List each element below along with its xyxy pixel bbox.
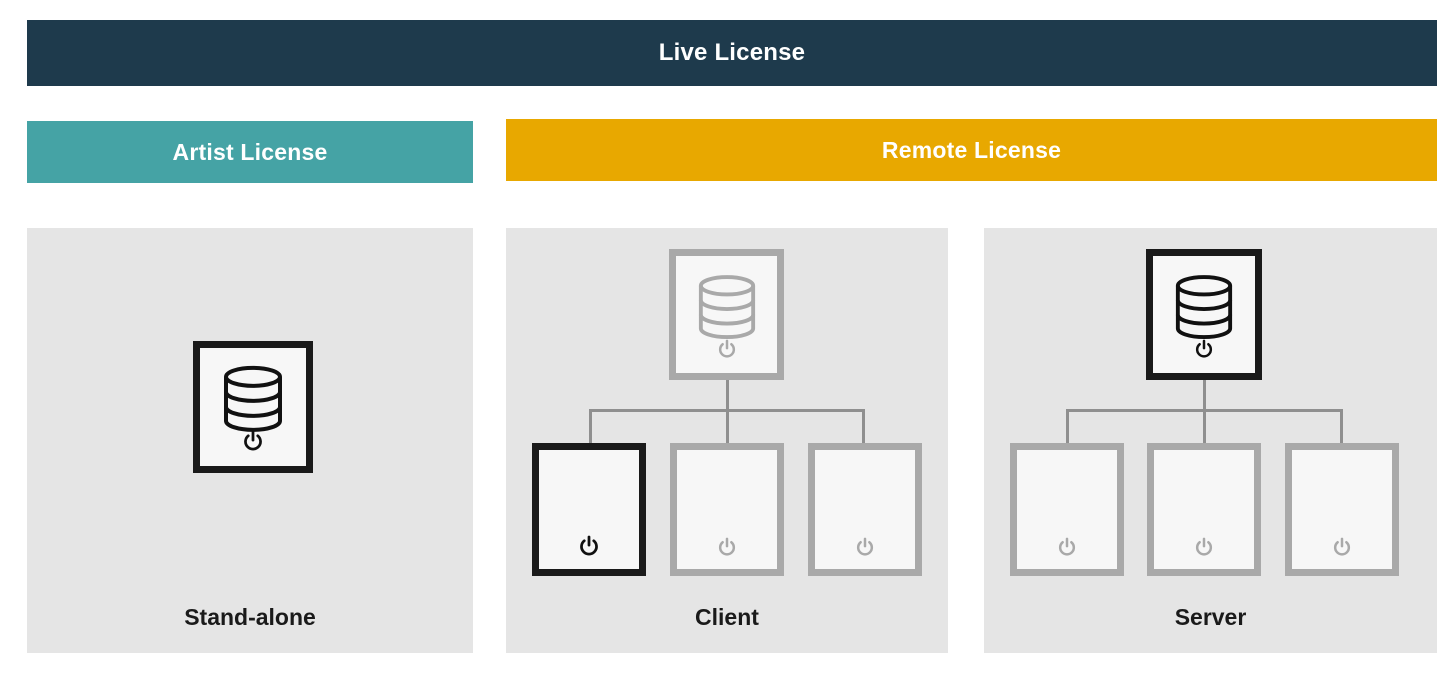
panel-client: Client [506,228,948,653]
artist-license-banner: Artist License [27,121,473,183]
live-license-banner: Live License [27,20,1437,86]
power-icon [242,430,264,452]
node-standalone-machine [193,341,313,473]
node-client-3 [808,443,922,576]
panel-standalone-label: Stand-alone [184,604,316,630]
panel-standalone: Stand-alone [27,228,473,653]
database-icon [696,274,758,340]
live-license-label: Live License [658,39,806,66]
power-icon [717,339,737,359]
panel-client-label: Client [695,604,759,630]
remote-license-label: Remote License [881,136,1062,163]
connector-server-drop [726,380,729,410]
node-server-client-2 [1147,443,1261,576]
power-icon [1194,537,1214,557]
node-server-server [1146,249,1262,380]
power-icon [578,535,600,557]
connector-child-drop-2 [726,409,729,443]
panel-server-label: Server [1174,604,1247,630]
connector-child-drop-3 [1340,409,1343,443]
artist-license-label: Artist License [172,138,328,165]
database-icon [221,365,285,433]
node-server-client-1 [1010,443,1124,576]
power-icon [1194,339,1214,359]
connector-child-drop-1 [1066,409,1069,443]
remote-license-banner: Remote License [506,119,1437,181]
power-icon [717,537,737,557]
connector-child-drop-1 [589,409,592,443]
connector-child-drop-3 [862,409,865,443]
power-icon [1332,537,1352,557]
node-client-2 [670,443,784,576]
node-client-server [669,249,784,380]
node-server-client-3 [1285,443,1399,576]
node-client-1 [532,443,646,576]
panel-server: Server [984,228,1437,653]
power-icon [1057,537,1077,557]
connector-server-drop [1203,380,1206,410]
connector-child-drop-2 [1203,409,1206,443]
database-icon [1173,274,1235,340]
power-icon [855,537,875,557]
